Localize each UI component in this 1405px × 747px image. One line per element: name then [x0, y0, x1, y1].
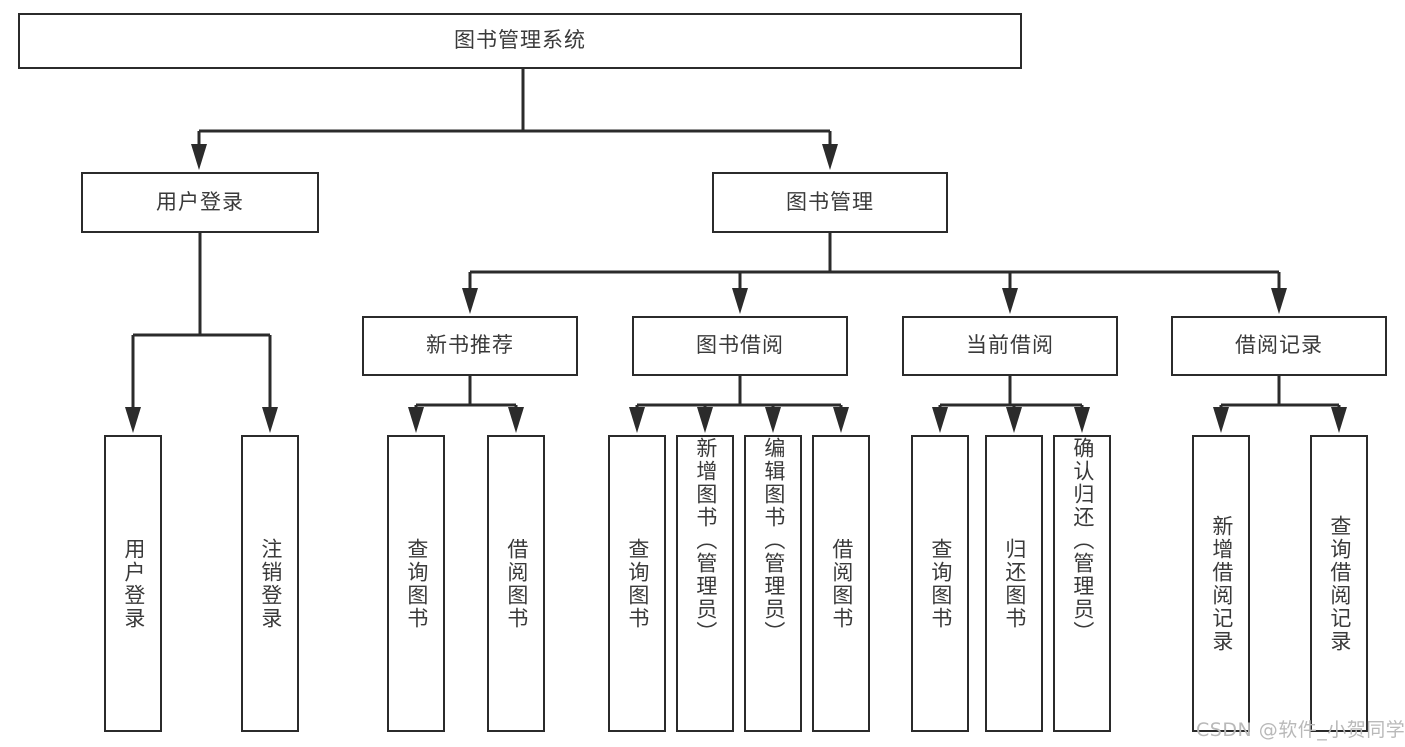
leaves-label: 归还图书 — [1002, 537, 1027, 630]
leaves-label: 查询图书 — [625, 537, 650, 630]
leaves-node[interactable]: 查询借阅记录 — [1310, 435, 1368, 732]
leaves-label: 查询借阅记录 — [1327, 514, 1352, 653]
level1-node[interactable]: 图书管理 — [712, 172, 948, 233]
level2-node[interactable]: 借阅记录 — [1171, 316, 1387, 376]
leaves-node[interactable]: 用户登录 — [104, 435, 162, 732]
leaves-node[interactable]: 借阅图书 — [812, 435, 870, 732]
leaves-node[interactable]: 编辑图书（管理员） — [744, 435, 802, 732]
leaves-node[interactable]: 查询图书 — [608, 435, 666, 732]
leaves-node[interactable]: 新增借阅记录 — [1192, 435, 1250, 732]
level2-node[interactable]: 图书借阅 — [632, 316, 848, 376]
leaves-node[interactable]: 查询图书 — [911, 435, 969, 732]
level2-label: 借阅记录 — [1235, 333, 1323, 358]
level2-label: 图书借阅 — [696, 333, 784, 358]
leaves-label: 用户登录 — [121, 537, 146, 630]
level2-node[interactable]: 新书推荐 — [362, 316, 578, 376]
leaves-node[interactable]: 借阅图书 — [487, 435, 545, 732]
leaves-node[interactable]: 归还图书 — [985, 435, 1043, 732]
root-label: 图书管理系统 — [454, 28, 586, 53]
leaves-label: 确认归还（管理员） — [1070, 437, 1095, 644]
leaves-node[interactable]: 注销登录 — [241, 435, 299, 732]
watermark-text: CSDN @软件_小贺同学 — [1196, 719, 1405, 741]
level2-node[interactable]: 当前借阅 — [902, 316, 1118, 376]
leaves-label: 编辑图书（管理员） — [761, 437, 786, 644]
leaves-node[interactable]: 新增图书（管理员） — [676, 435, 734, 732]
leaves-label: 注销登录 — [258, 537, 283, 630]
level1-label: 用户登录 — [156, 189, 244, 214]
root-node[interactable]: 图书管理系统 — [18, 13, 1022, 69]
leaves-label: 借阅图书 — [829, 537, 854, 630]
leaves-label: 新增借阅记录 — [1209, 514, 1234, 653]
leaves-label: 新增图书（管理员） — [693, 437, 718, 644]
leaves-label: 查询图书 — [928, 537, 953, 630]
level1-node[interactable]: 用户登录 — [81, 172, 319, 233]
level1-label: 图书管理 — [786, 189, 874, 214]
level2-label: 当前借阅 — [966, 333, 1054, 358]
leaves-node[interactable]: 确认归还（管理员） — [1053, 435, 1111, 732]
leaves-label: 查询图书 — [404, 537, 429, 630]
leaves-node[interactable]: 查询图书 — [387, 435, 445, 732]
level2-label: 新书推荐 — [426, 333, 514, 358]
leaves-label: 借阅图书 — [504, 537, 529, 630]
